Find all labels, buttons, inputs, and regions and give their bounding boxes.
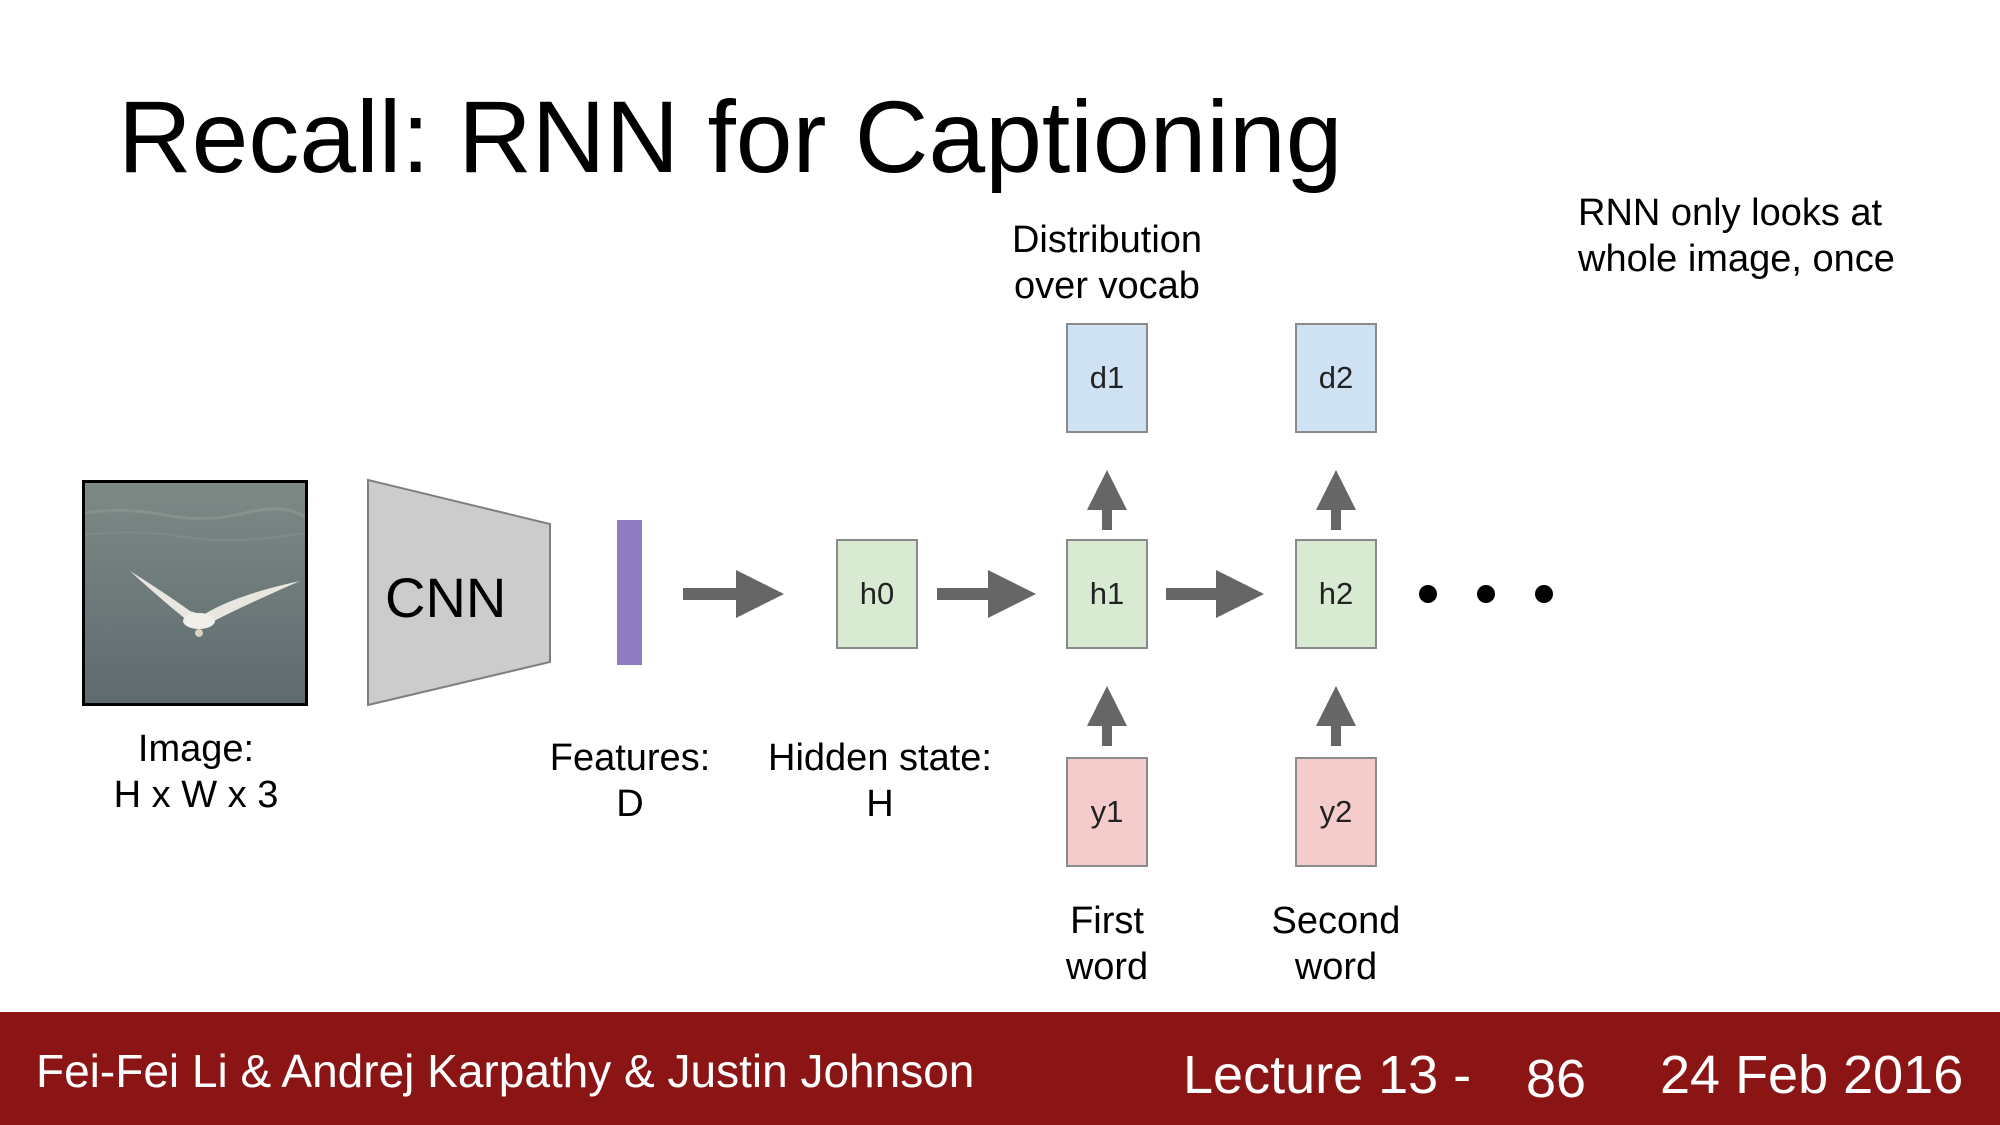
- output-box-d2: d2: [1295, 323, 1377, 433]
- image-label-line-1: Image:: [137, 728, 255, 770]
- output-box-d1: d1: [1066, 323, 1148, 433]
- input-box-y1: y1: [1066, 757, 1148, 867]
- hidden-state-label-line-1: Hidden state:: [768, 737, 992, 779]
- feature-vector-bar: [617, 520, 642, 665]
- hidden-state-label: Hidden state: H: [740, 735, 1020, 827]
- input-image: [82, 480, 308, 706]
- continuation-dot-2: [1477, 585, 1495, 603]
- footer-authors: Fei-Fei Li & Andrej Karpathy & Justin Jo…: [36, 1045, 975, 1097]
- first-word-label: First word: [1017, 898, 1197, 990]
- footer-lecture: Lecture 13 -: [1183, 1045, 1472, 1105]
- first-word-label-line-1: First: [1070, 900, 1144, 942]
- footer-date: 24 Feb 2016: [1660, 1045, 1964, 1105]
- features-label: Features: D: [530, 735, 730, 827]
- continuation-dot-3: [1535, 585, 1553, 603]
- distribution-label: Distribution over vocab: [967, 217, 1247, 309]
- slide-title: Recall: RNN for Captioning: [118, 80, 1343, 194]
- side-note-line-2: whole image, once: [1578, 238, 1895, 280]
- hidden-box-h0: h0: [836, 539, 918, 649]
- first-word-label-line-2: word: [1065, 946, 1149, 988]
- features-label-line-2: D: [616, 783, 644, 825]
- input-box-y2: y2: [1295, 757, 1377, 867]
- image-label-line-2: H x W x 3: [113, 774, 279, 816]
- hidden-box-h2: h2: [1295, 539, 1377, 649]
- second-word-label: Second word: [1236, 898, 1436, 990]
- footer-page-number: 86: [1526, 1049, 1587, 1109]
- second-word-label-line-2: word: [1294, 946, 1378, 988]
- features-label-line-1: Features:: [549, 737, 711, 779]
- hidden-box-h1: h1: [1066, 539, 1148, 649]
- cnn-trapezoid: [367, 478, 551, 707]
- side-note-line-1: RNN only looks at: [1578, 192, 1883, 234]
- second-word-label-line-1: Second: [1271, 900, 1401, 942]
- distribution-label-line-1: Distribution: [1011, 219, 1203, 261]
- footer-bar: Fei-Fei Li & Andrej Karpathy & Justin Jo…: [0, 1012, 2000, 1125]
- cnn-label: CNN: [385, 566, 507, 629]
- continuation-dot-1: [1419, 585, 1437, 603]
- hidden-state-label-line-2: H: [866, 783, 894, 825]
- seagull-photo: [85, 483, 305, 703]
- side-note: RNN only looks at whole image, once: [1578, 190, 1895, 282]
- image-label: Image: H x W x 3: [76, 726, 316, 818]
- distribution-label-line-2: over vocab: [1014, 265, 1200, 307]
